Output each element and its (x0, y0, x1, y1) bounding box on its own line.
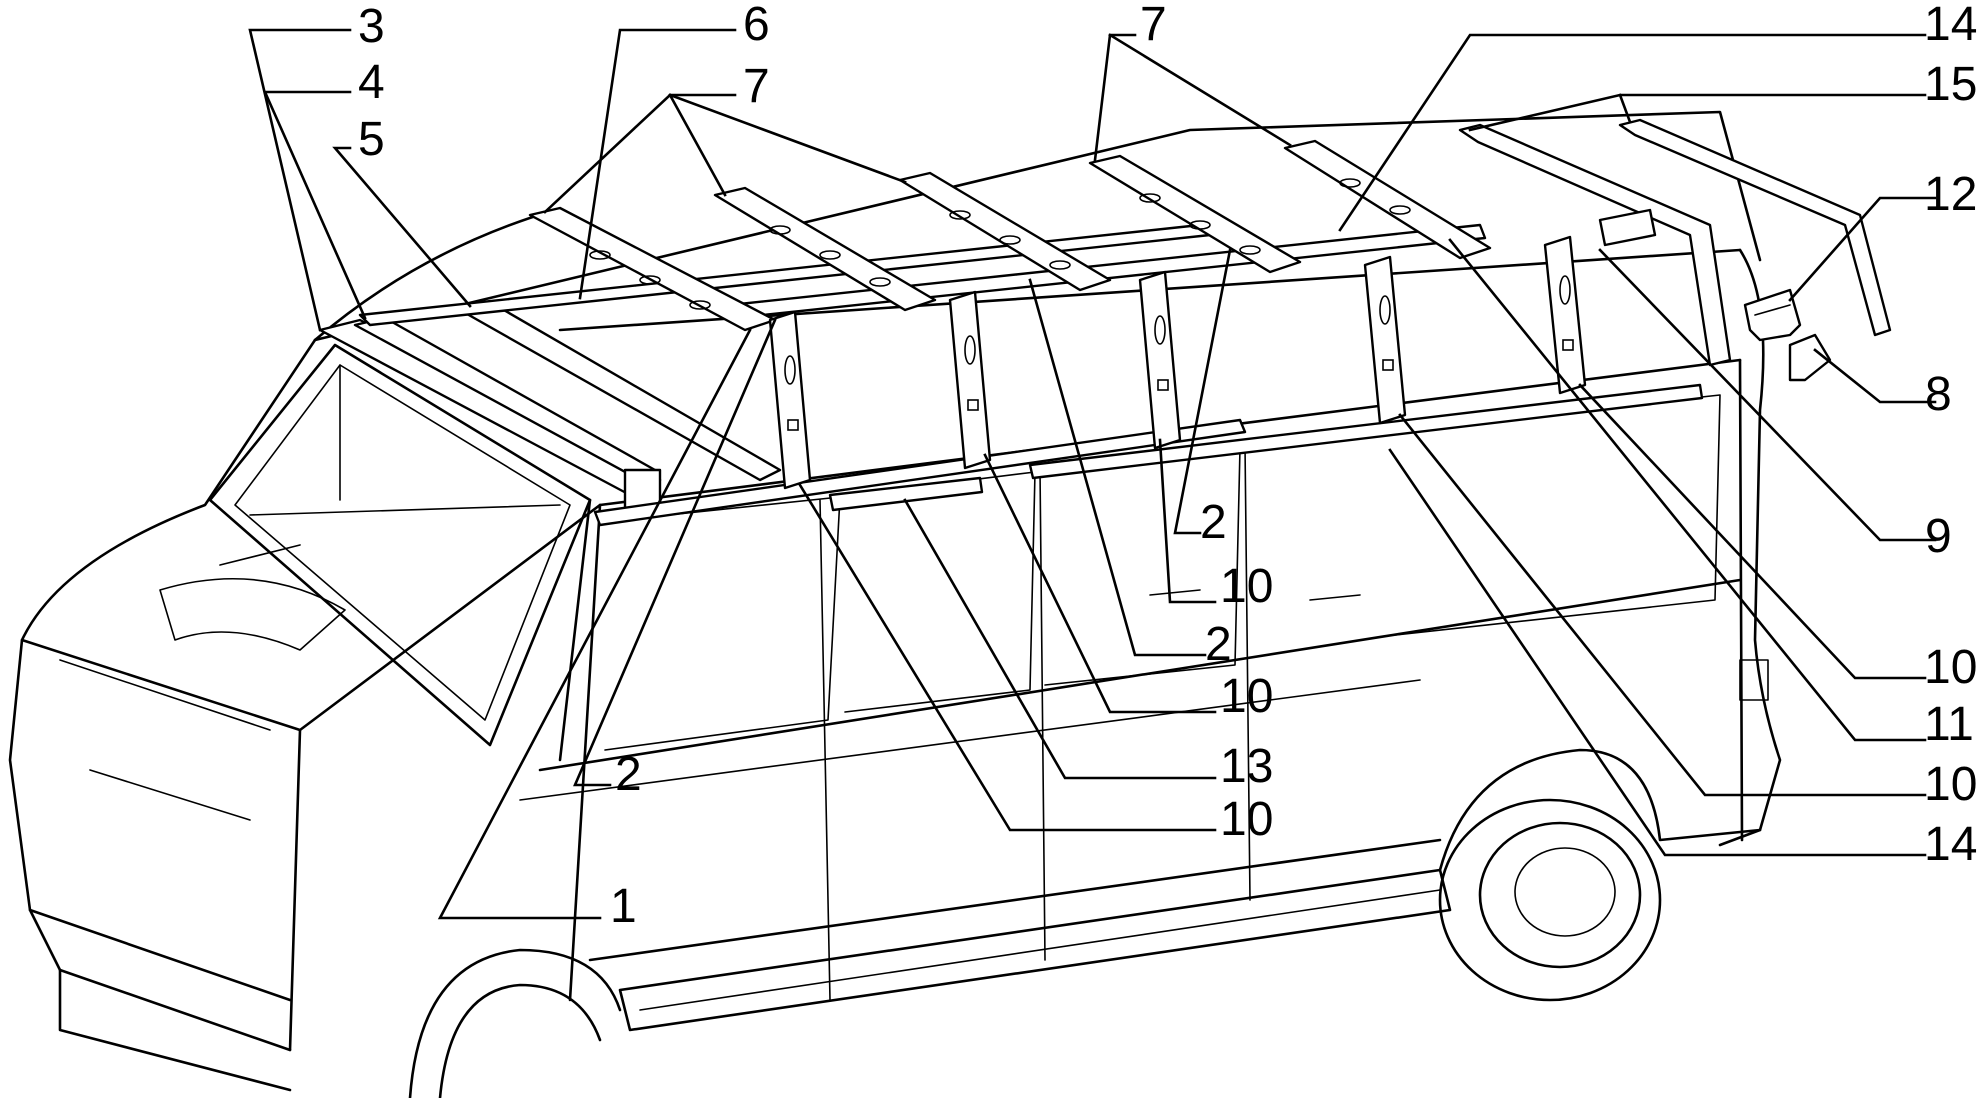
roof-parts (318, 118, 1892, 527)
pillars-10 (768, 235, 1587, 490)
van-body (8, 110, 1782, 1098)
callout-7b: 7 (1140, 0, 1167, 51)
side-rail-1 (593, 418, 1247, 527)
callout-8: 8 (1925, 368, 1952, 421)
callout-11: 11 (1924, 698, 1974, 751)
callout-3: 3 (358, 0, 385, 53)
front-header-4 (353, 316, 657, 482)
callout-4: 4 (358, 56, 385, 109)
callout-10b: 10 (1220, 670, 1273, 723)
callout-7a: 7 (743, 60, 770, 113)
callout-2b: 2 (1205, 618, 1232, 671)
callout-13: 13 (1220, 740, 1273, 793)
leader-lines (248, 28, 1937, 920)
callout-10d: 10 (1924, 758, 1977, 811)
rear-frame-15b (1618, 118, 1892, 337)
callout-2a: 2 (1200, 496, 1227, 549)
roof-bows-7 (528, 139, 1492, 332)
callout-14b: 14 (1924, 818, 1977, 871)
callout-2c: 2 (615, 748, 642, 801)
callout-5: 5 (358, 113, 385, 166)
callout-10e: 10 (1220, 793, 1273, 846)
callout-15: 15 (1924, 58, 1977, 111)
callout-14a: 14 (1924, 0, 1977, 51)
callout-10a: 10 (1220, 560, 1273, 613)
front-header-3 (318, 318, 662, 497)
callout-12: 12 (1924, 168, 1977, 221)
bracket-12 (1743, 288, 1802, 342)
lower-rail-13 (828, 476, 984, 512)
callout-9: 9 (1925, 510, 1952, 563)
callout-1: 1 (610, 880, 637, 933)
callout-labels: 3 4 5 6 7 7 14 15 12 8 9 2 10 2 10 10 11… (358, 0, 1977, 933)
rear-frame-15a (1458, 123, 1732, 367)
callout-6: 6 (743, 0, 770, 51)
callout-10c: 10 (1924, 641, 1977, 694)
bracket-8 (1788, 333, 1832, 382)
